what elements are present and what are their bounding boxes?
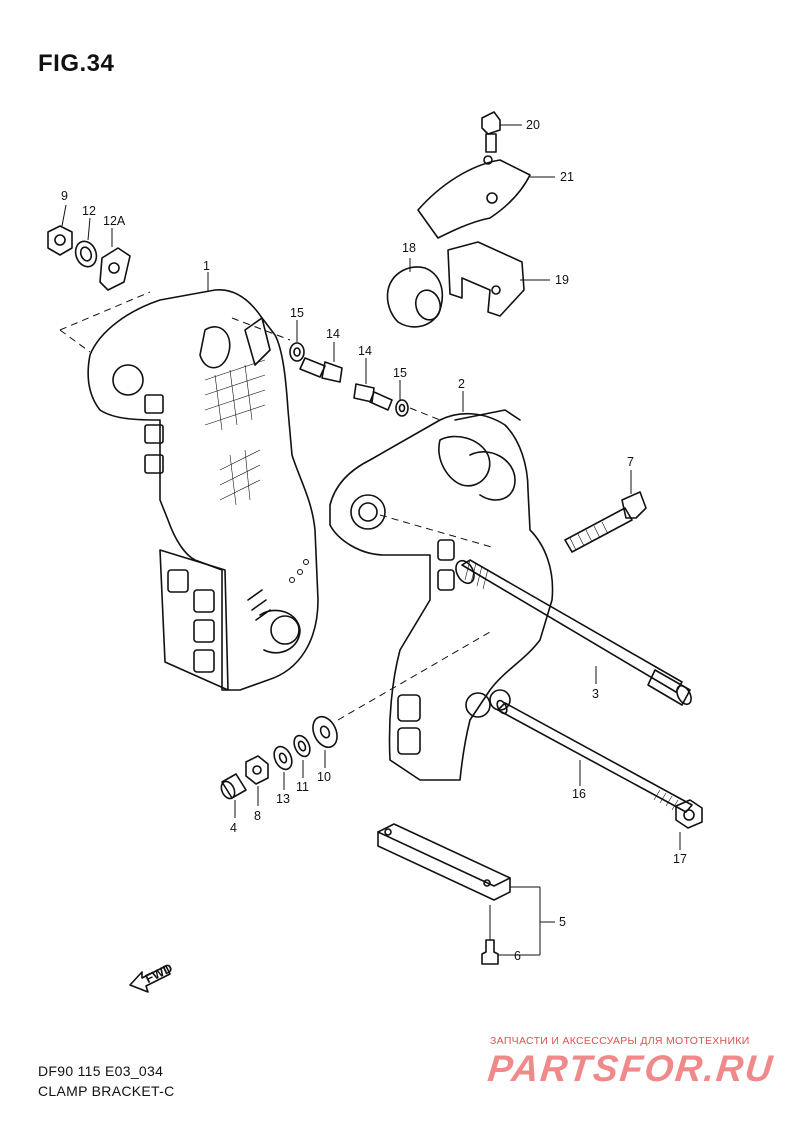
washer-13-part xyxy=(273,745,293,771)
rod-part xyxy=(496,699,693,813)
nut-9-part xyxy=(47,225,73,256)
callout-21: 21 xyxy=(560,170,574,184)
callout-16: 16 xyxy=(572,787,586,801)
clamp-bracket-left-part xyxy=(87,289,319,691)
callout-12: 12 xyxy=(82,204,96,218)
callout-18: 18 xyxy=(402,241,416,255)
callout-6: 6 xyxy=(514,949,521,963)
callout-17: 17 xyxy=(673,852,687,866)
cover-21-part xyxy=(417,155,531,239)
callout-labels: 1 2 3 4 5 6 7 8 9 10 11 12 12A 13 14 14 … xyxy=(61,118,687,963)
washer-15-lower-part xyxy=(395,399,409,417)
bushing-18-part xyxy=(386,266,444,328)
tilt-tube-part xyxy=(455,559,692,706)
watermark-tagline: ЗАПЧАСТИ И АКСЕССУАРЫ ДЛЯ МОТОТЕХНИКИ xyxy=(490,1035,750,1047)
callout-5: 5 xyxy=(559,915,566,929)
clamp-bracket-right-part xyxy=(329,409,554,781)
callout-9: 9 xyxy=(61,189,68,203)
bolt-20-part xyxy=(481,111,501,153)
bolt-14-upper-part xyxy=(299,357,343,383)
leader-lines xyxy=(61,124,681,956)
plate-12a-part xyxy=(99,247,131,291)
callout-14-upper: 14 xyxy=(326,327,340,341)
bushing-part xyxy=(220,773,247,800)
nut-part xyxy=(675,799,703,829)
callout-14-lower: 14 xyxy=(358,344,372,358)
callout-15-upper: 15 xyxy=(290,306,304,320)
callout-19: 19 xyxy=(555,273,569,287)
svg-text:FWD: FWD xyxy=(143,961,175,986)
washer-10-part xyxy=(312,715,338,749)
callout-8: 8 xyxy=(254,809,261,823)
nut-8-part xyxy=(245,755,269,785)
washer-11-part xyxy=(293,734,311,758)
washer-15-upper-part xyxy=(289,342,305,362)
callout-7: 7 xyxy=(627,455,634,469)
watermark-logo: PARTSFOR.RU xyxy=(485,1048,777,1089)
figure-title: FIG.34 xyxy=(38,50,115,77)
bolt-14-lower-part xyxy=(353,383,393,411)
figure-code: DF90 115 E03_034 xyxy=(38,1063,164,1079)
screw-part xyxy=(481,905,499,965)
callout-10: 10 xyxy=(317,770,331,784)
bolt-part xyxy=(564,491,647,553)
callout-11: 11 xyxy=(296,780,309,794)
holder-19-part xyxy=(447,241,525,317)
callout-20: 20 xyxy=(526,118,540,132)
callout-15-lower: 15 xyxy=(393,366,407,380)
washer-12-part xyxy=(74,240,98,268)
figure-name: CLAMP BRACKET-C xyxy=(38,1083,175,1099)
callout-12a: 12A xyxy=(103,214,126,228)
callout-3: 3 xyxy=(592,687,599,701)
callout-2: 2 xyxy=(458,377,465,391)
plate-part xyxy=(377,823,511,901)
fwd-arrow-icon: FWD xyxy=(129,961,175,993)
callout-1: 1 xyxy=(203,259,210,273)
callout-4: 4 xyxy=(230,821,237,835)
callout-13: 13 xyxy=(276,792,290,806)
